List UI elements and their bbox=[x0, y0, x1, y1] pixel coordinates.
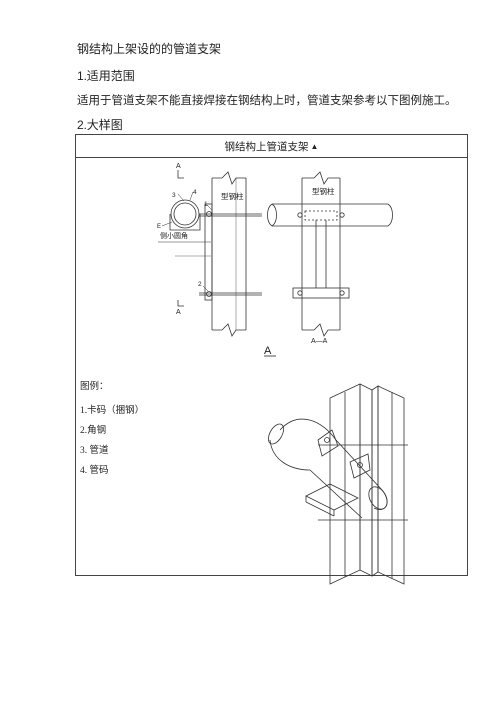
section-view bbox=[267, 171, 393, 337]
callout-2: 2 bbox=[198, 281, 202, 288]
legend-item: 4. 管码 bbox=[80, 466, 109, 476]
legend-item: 1.卡码（捆钢） bbox=[80, 406, 145, 416]
section-heading-scope: 1.适用范围 bbox=[77, 67, 135, 84]
section-mark-bottom: A bbox=[176, 309, 181, 316]
section-mark-top: A bbox=[176, 163, 181, 170]
legend-title: 图例： bbox=[80, 382, 109, 392]
elevation-view bbox=[158, 170, 262, 337]
pipe-section-icon bbox=[170, 199, 200, 229]
weld-label: 侧小圆角 bbox=[160, 231, 188, 240]
column-label: 型钢柱 bbox=[221, 191, 244, 201]
legend-item: 2.角钢 bbox=[80, 426, 107, 436]
section-title: .大样图 bbox=[83, 118, 123, 132]
section-number: 1 bbox=[77, 69, 84, 83]
callout-e: E bbox=[157, 224, 161, 230]
figure-header-title: 钢结构上管道支架 bbox=[224, 141, 309, 153]
callout-3: 3 bbox=[172, 192, 176, 199]
callout-1: 1 bbox=[204, 201, 208, 208]
document-title: 钢结构上架设的的管道支架 bbox=[77, 42, 222, 56]
legend: 图例： 1.卡码（捆钢） 2.角钢 3. 管道 4. 管码 bbox=[80, 377, 144, 481]
detail-figure-frame: 钢结构上管道支架 ▲ bbox=[75, 134, 468, 576]
section-title: .适用范围 bbox=[83, 69, 135, 83]
view-label-right: A—A bbox=[311, 338, 328, 345]
scope-paragraph: 适用于管道支架不能直接焊接在钢结构上时，管道支架参考以下图例施工。 bbox=[77, 95, 457, 107]
view-label: A bbox=[264, 345, 272, 357]
section-number: 2 bbox=[77, 118, 84, 132]
legend-item: 3. 管道 bbox=[80, 446, 109, 456]
column-label-right: 型钢柱 bbox=[312, 186, 335, 196]
section-heading-detail: 2.大样图 bbox=[77, 116, 123, 133]
isometric-view bbox=[268, 383, 408, 585]
callout-4: 4 bbox=[193, 189, 197, 196]
figure-header: 钢结构上管道支架 ▲ bbox=[76, 135, 467, 158]
figure-header-mark: ▲ bbox=[310, 141, 319, 151]
